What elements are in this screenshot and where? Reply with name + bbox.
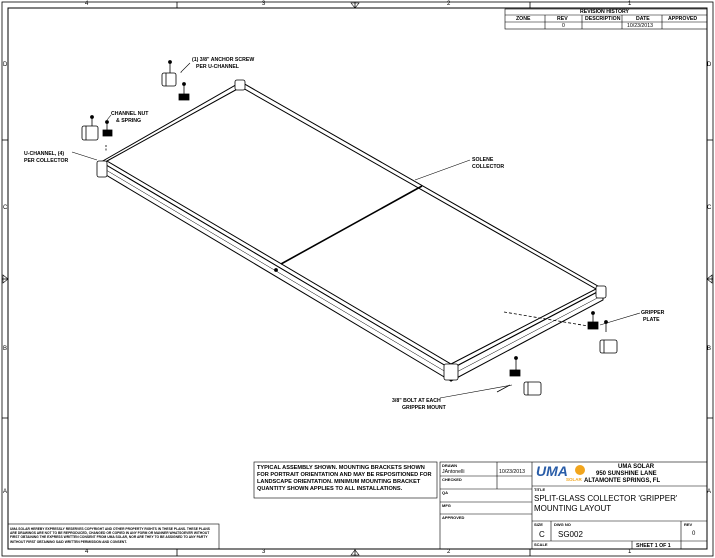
size-value: C [539, 530, 545, 539]
callout-channel-nut-2: & SPRING [116, 118, 142, 124]
zone-left-c: C [3, 205, 8, 211]
drawn-by: JAntonelli [442, 469, 465, 475]
assembly-note: TYPICAL ASSEMBLY SHOWN. MOUNTING BRACKET… [257, 465, 432, 492]
zone-left-a: A [3, 489, 8, 495]
zone-bottom-4: 4 [85, 549, 89, 555]
zone-top-3: 3 [262, 1, 266, 7]
drawn-date: 10/23/2013 [499, 469, 525, 475]
sun-icon [575, 465, 585, 475]
qa-label: QA [442, 490, 448, 495]
zone-right-c: C [707, 205, 712, 211]
company-name: UMA SOLAR [618, 464, 655, 470]
dwg-no-label: DWG NO [554, 522, 571, 527]
callout-gripper-plate-2: PLATE [643, 317, 660, 323]
checked-label: CHECKED [442, 477, 462, 482]
rev-header-zone: ZONE [516, 16, 531, 22]
company-logo: UMA [536, 463, 568, 479]
callout-u-channel-1: U-CHANNEL, (4) [24, 151, 65, 157]
zone-top-2: 2 [447, 1, 451, 7]
rev-cell-date: 10/23/2013 [627, 23, 653, 29]
scale-label: SCALE [534, 542, 548, 547]
rev-header-rev: REV [557, 16, 568, 22]
callout-gripper-plate-1: GRIPPER [641, 310, 665, 316]
sheet-number: SHEET 1 OF 1 [636, 543, 671, 549]
drawn-label: DRAWN [442, 463, 458, 468]
callout-anchor-screw-2: PER U-CHANNEL [196, 64, 239, 70]
callout-bolt-1: 3/8" BOLT AT EACH [392, 398, 441, 404]
rev-value: 0 [692, 531, 696, 537]
callout-solene-1: SOLENE [472, 157, 494, 163]
zone-top-1: 1 [628, 1, 632, 7]
drawing-title-line-2: MOUNTING LAYOUT [534, 504, 612, 513]
rev-header-date: DATE [636, 16, 650, 22]
rev-header-approved: APPROVED [668, 16, 698, 22]
zone-bottom-2: 2 [447, 549, 451, 555]
zone-bottom-1: 1 [628, 549, 632, 555]
zone-bottom-3: 3 [262, 549, 266, 555]
zone-left-d: D [3, 62, 8, 68]
company-logo-sub: SOLAR [566, 477, 582, 482]
size-label: SIZE [534, 522, 543, 527]
rev-label: REV [684, 522, 693, 527]
dwg-no-value: SG002 [558, 530, 583, 539]
callout-channel-nut-1: CHANNEL NUT [111, 111, 149, 117]
zone-top-4: 4 [85, 1, 89, 7]
title-label: TITLE [534, 487, 546, 492]
callout-bolt-2: GRIPPER MOUNT [402, 405, 446, 411]
copyright-disclaimer: UMA SOLAR HEREBY EXPRESSLY RESERVES COPY… [10, 527, 210, 544]
rev-cell-rev: 0 [562, 23, 565, 29]
callout-anchor-screw-1: (1) 3/8" ANCHOR SCREW [192, 57, 255, 63]
zone-right-a: A [707, 489, 712, 495]
rev-header-description: DESCRIPTION [585, 16, 621, 22]
company-address-2: ALTAMONTE SPRINGS, FL [584, 478, 661, 484]
mfg-label: MFG [442, 503, 451, 508]
revision-title: REVISION HISTORY [580, 9, 630, 15]
zone-left-b: B [3, 346, 8, 352]
callout-u-channel-2: PER COLLECTOR [24, 158, 69, 164]
zone-right-d: D [707, 62, 712, 68]
zone-right-b: B [707, 346, 712, 352]
approved-label: APPROVED [442, 515, 465, 520]
callout-solene-2: COLLECTOR [472, 164, 505, 170]
drawing-title-line-1: SPLIT-GLASS COLLECTOR 'GRIPPER' [534, 494, 678, 503]
company-address-1: 950 SUNSHINE LANE [596, 471, 657, 477]
